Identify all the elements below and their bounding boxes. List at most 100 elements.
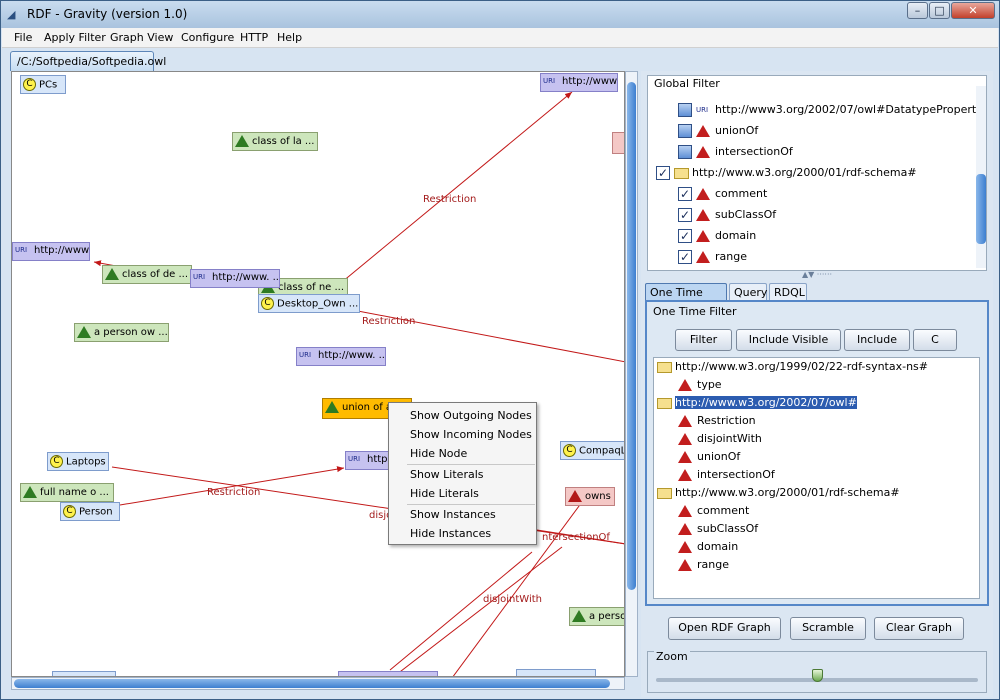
close-button[interactable]: ✕ <box>951 2 995 19</box>
literal-node[interactable]: a person ow ... <box>74 323 169 342</box>
literal-node[interactable]: full name o ... <box>20 483 114 502</box>
menu-file[interactable]: File <box>14 31 33 44</box>
menu-graph-view[interactable]: Graph View <box>110 31 174 44</box>
menu-item-hide-literals[interactable]: Hide Literals <box>410 487 479 500</box>
tree-row[interactable]: range <box>678 558 729 571</box>
checkbox-checked[interactable]: ✓ <box>656 166 670 180</box>
class-node[interactable] <box>52 671 116 676</box>
edge-label: ntersectionOf <box>542 532 610 543</box>
menu-apply-filter[interactable]: Apply Filter <box>44 31 106 44</box>
canvas-vertical-scrollbar[interactable] <box>625 71 638 677</box>
tab-one-time-filter[interactable]: One Time Filter <box>645 283 727 312</box>
scramble-button[interactable]: Scramble <box>790 617 866 640</box>
one-time-filter-panel: One Time Filter Filter Include Visible I… <box>645 300 989 606</box>
uri-node[interactable] <box>338 671 438 676</box>
scrollbar-thumb[interactable] <box>627 82 636 590</box>
checkbox[interactable] <box>678 145 692 159</box>
filter-button[interactable]: Filter <box>675 329 732 351</box>
property-icon <box>696 251 710 263</box>
tree-row[interactable]: subClassOf <box>678 522 758 535</box>
tree-row[interactable]: unionOf <box>678 450 740 463</box>
tree-row[interactable]: ✓range <box>678 250 747 264</box>
node-context-menu: Show Outgoing Nodes Show Incoming Nodes … <box>388 402 537 545</box>
property-icon <box>678 559 692 571</box>
property-node[interactable]: owns <box>565 487 615 506</box>
tree-row[interactable]: comment <box>678 504 749 517</box>
menu-item-hide-instances[interactable]: Hide Instances <box>410 527 492 540</box>
checkbox[interactable] <box>678 103 692 117</box>
uri-icon: URI <box>543 76 556 85</box>
zoom-slider-thumb[interactable] <box>811 669 823 682</box>
literal-node[interactable]: class of de ... <box>102 265 192 284</box>
menu-http[interactable]: HTTP <box>240 31 269 44</box>
checkbox-checked[interactable]: ✓ <box>678 187 692 201</box>
menu-item-show-incoming-nodes[interactable]: Show Incoming Nodes <box>410 428 532 441</box>
property-node[interactable] <box>612 132 624 154</box>
scrollbar-thumb[interactable] <box>14 679 610 688</box>
edge-restriction-lower <box>119 466 345 506</box>
one-time-filter-title: One Time Filter <box>653 305 737 318</box>
include-button[interactable]: Include <box>844 329 910 351</box>
maximize-button[interactable]: □ <box>929 2 950 19</box>
tree-row[interactable]: http://www.w3.org/1999/02/22-rdf-syntax-… <box>657 360 928 373</box>
checkbox-checked[interactable]: ✓ <box>678 208 692 222</box>
class-node[interactable] <box>516 669 596 676</box>
minimize-button[interactable]: – <box>907 2 928 19</box>
canvas-horizontal-scrollbar[interactable] <box>11 677 625 690</box>
zoom-panel: Zoom <box>647 650 987 693</box>
tree-row-selected[interactable]: http://www.w3.org/2002/07/owl# <box>657 396 857 409</box>
menu-item-show-literals[interactable]: Show Literals <box>410 468 484 481</box>
tree-row[interactable]: unionOf <box>678 124 758 138</box>
edge-label: disjointWith <box>483 594 542 605</box>
tree-row[interactable]: intersectionOf <box>678 468 775 481</box>
scrollbar-thumb[interactable] <box>976 174 986 244</box>
tree-row[interactable]: http://www.w3.org/2000/01/rdf-schema# <box>657 486 900 499</box>
tree-row[interactable]: Restriction <box>678 414 756 427</box>
tab-rdql[interactable]: RDQL <box>769 283 807 301</box>
uri-icon: URI <box>193 272 206 281</box>
global-filter-scrollbar[interactable] <box>976 86 986 268</box>
open-rdf-graph-button[interactable]: Open RDF Graph <box>668 617 781 640</box>
tree-row[interactable]: type <box>678 378 722 391</box>
property-icon <box>696 125 710 137</box>
menu-item-show-instances[interactable]: Show Instances <box>410 508 496 521</box>
tree-row[interactable]: intersectionOf <box>678 145 793 159</box>
tree-row[interactable]: ✓subClassOf <box>678 208 777 222</box>
tree-row[interactable]: ✓http://www.w3.org/2000/01/rdf-schema# <box>656 166 917 180</box>
literal-icon <box>77 326 91 338</box>
checkbox-checked[interactable]: ✓ <box>678 250 692 264</box>
menu-help[interactable]: Help <box>277 31 303 44</box>
literal-node[interactable]: class of la ... <box>232 132 318 151</box>
checkbox-checked[interactable]: ✓ <box>678 229 692 243</box>
literal-node[interactable]: a perso <box>569 607 624 626</box>
title-bar[interactable]: ◢ RDF - Gravity (version 1.0) – □ ✕ <box>1 1 999 28</box>
menu-item-show-outgoing-nodes[interactable]: Show Outgoing Nodes <box>410 409 532 422</box>
tree-row[interactable]: disjointWith <box>678 432 762 445</box>
tab-document[interactable]: /C:/Softpedia/Softpedia.owl <box>10 51 166 71</box>
tree-row[interactable]: ✓domain <box>678 229 757 243</box>
menu-configure[interactable]: Configure <box>181 31 235 44</box>
include-visible-button[interactable]: Include Visible <box>736 329 841 351</box>
literal-icon <box>325 401 339 413</box>
menu-item-hide-node[interactable]: Hide Node <box>410 447 468 460</box>
literal-icon <box>572 610 586 622</box>
tab-query[interactable]: Query <box>729 283 767 301</box>
clear-filter-button[interactable]: C <box>913 329 957 351</box>
tree-row[interactable]: ✓comment <box>678 187 768 201</box>
tree-row[interactable]: domain <box>678 540 738 553</box>
split-pane-handle[interactable]: ▲▼ ······ <box>801 270 833 279</box>
clear-graph-button[interactable]: Clear Graph <box>874 617 964 640</box>
checkbox[interactable] <box>678 124 692 138</box>
